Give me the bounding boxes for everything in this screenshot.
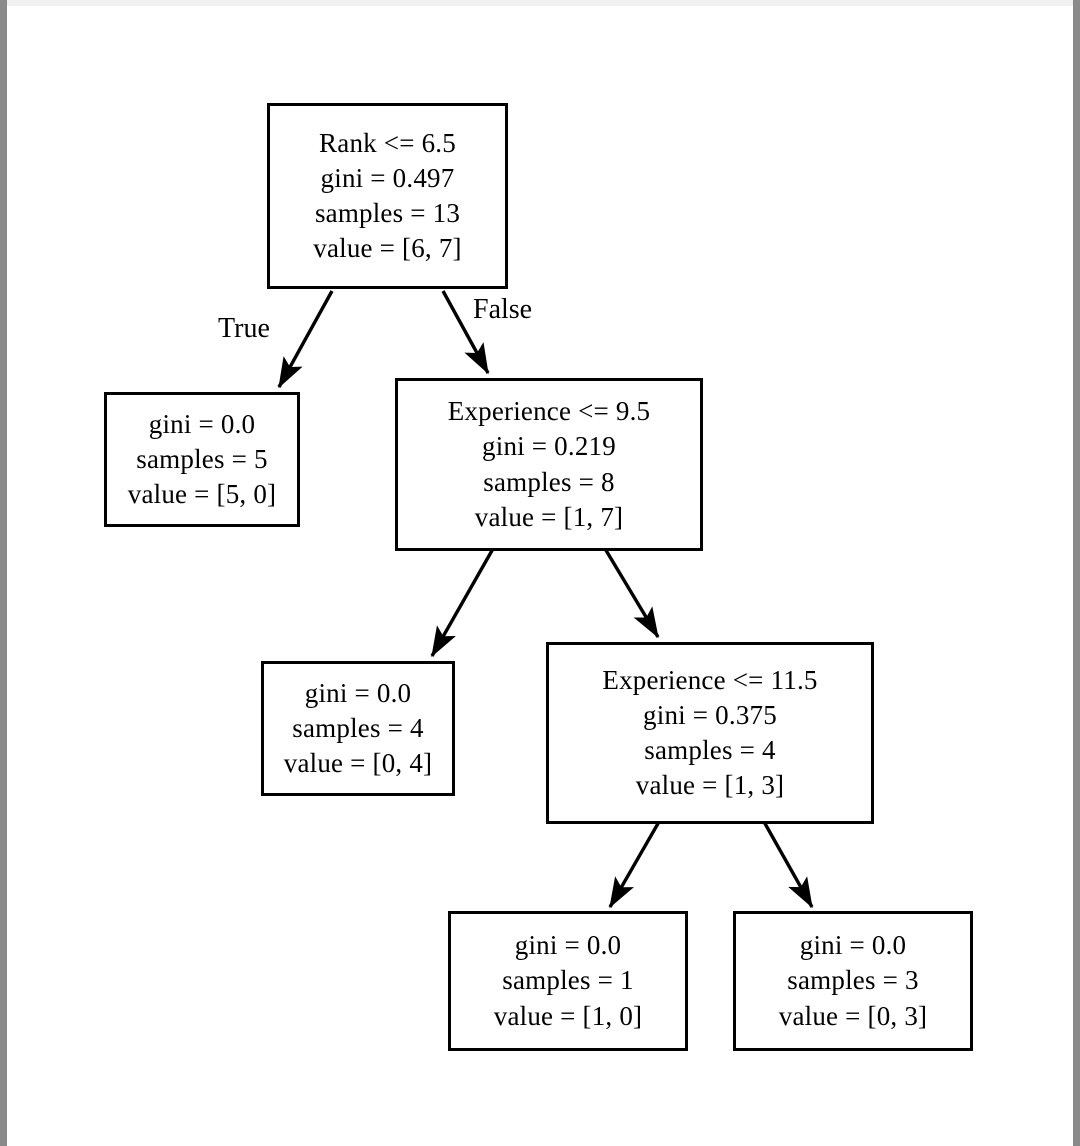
edge-exp95-to-right bbox=[602, 546, 660, 639]
tree-node-leaf-exp115-false[interactable]: gini = 0.0 samples = 3 value = [0, 3] bbox=[733, 911, 973, 1051]
edge-label-true: True bbox=[218, 313, 270, 344]
node-gini: gini = 0.497 bbox=[320, 162, 455, 193]
node-gini: gini = 0.0 bbox=[304, 677, 412, 708]
edge-root-to-right bbox=[441, 290, 490, 375]
tree-node-experience-11-5[interactable]: Experience <= 11.5 gini = 0.375 samples … bbox=[546, 642, 874, 824]
node-gini: gini = 0.375 bbox=[643, 699, 777, 730]
tree-node-root[interactable]: Rank <= 6.5 gini = 0.497 samples = 13 va… bbox=[267, 103, 508, 289]
tree-node-leaf-rank-true[interactable]: gini = 0.0 samples = 5 value = [5, 0] bbox=[104, 392, 300, 527]
node-gini: gini = 0.219 bbox=[482, 431, 616, 462]
node-samples: samples = 13 bbox=[314, 198, 461, 228]
tree-edges-layer bbox=[277, 290, 814, 909]
node-samples: samples = 4 bbox=[644, 735, 776, 765]
node-value: value = [1, 0] bbox=[493, 1000, 643, 1031]
node-value: value = [1, 7] bbox=[474, 501, 624, 532]
node-condition: Experience <= 9.5 bbox=[447, 396, 651, 427]
node-gini: gini = 0.0 bbox=[148, 408, 256, 439]
page-scroll-strip-right bbox=[1073, 0, 1080, 1146]
decision-tree-canvas: True False Rank <= 6.5 gini = 0.497 samp… bbox=[7, 6, 1073, 1146]
tree-node-leaf-exp115-true[interactable]: gini = 0.0 samples = 1 value = [1, 0] bbox=[448, 911, 688, 1051]
tree-node-experience-9-5[interactable]: Experience <= 9.5 gini = 0.219 samples =… bbox=[395, 378, 703, 551]
edge-label-false: False bbox=[473, 294, 533, 325]
tree-node-leaf-exp95-true[interactable]: gini = 0.0 samples = 4 value = [0, 4] bbox=[261, 661, 455, 796]
edge-root-to-left bbox=[277, 290, 334, 389]
page-scroll-strip-left bbox=[0, 0, 7, 1146]
node-samples: samples = 5 bbox=[136, 443, 268, 474]
node-gini: gini = 0.0 bbox=[514, 930, 622, 961]
page-top-band bbox=[7, 0, 1073, 6]
edge-exp115-to-right bbox=[761, 819, 814, 909]
node-value: value = [6, 7] bbox=[313, 233, 462, 264]
edge-exp115-to-left bbox=[608, 819, 662, 909]
node-samples: samples = 4 bbox=[292, 712, 424, 743]
node-value: value = [0, 3] bbox=[778, 1000, 928, 1031]
node-value: value = [0, 4] bbox=[283, 748, 433, 779]
node-samples: samples = 8 bbox=[483, 466, 615, 497]
node-value: value = [5, 0] bbox=[127, 479, 277, 510]
node-gini: gini = 0.0 bbox=[799, 930, 907, 961]
node-condition: Experience <= 11.5 bbox=[602, 664, 818, 695]
node-samples: samples = 1 bbox=[502, 965, 634, 996]
edge-exp95-to-left bbox=[430, 546, 496, 658]
node-value: value = [1, 3] bbox=[635, 770, 785, 801]
node-condition: Rank <= 6.5 bbox=[319, 127, 456, 158]
node-samples: samples = 3 bbox=[787, 965, 919, 996]
